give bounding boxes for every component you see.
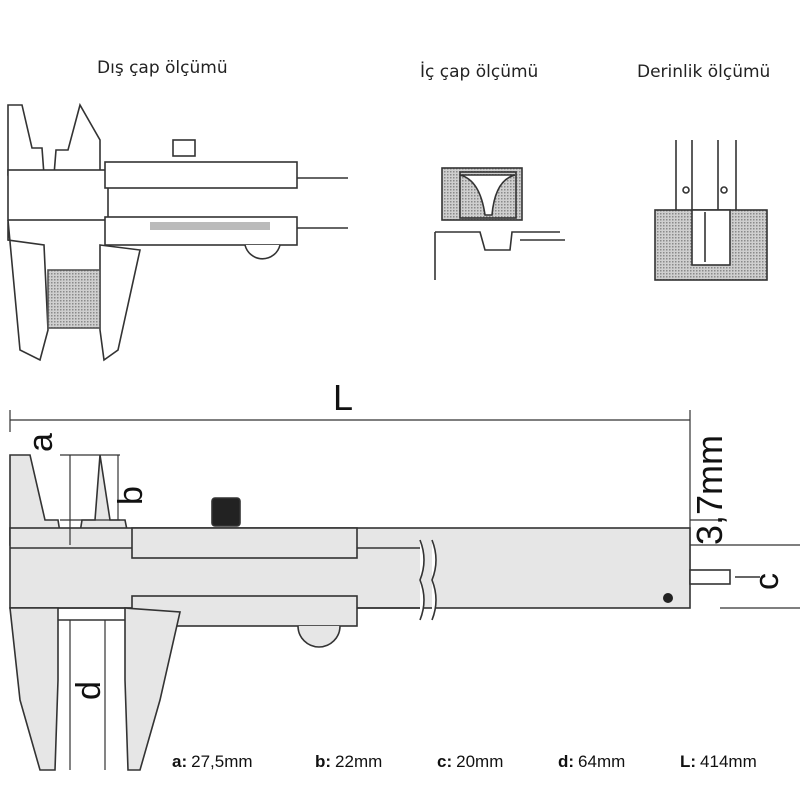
spec-a: a:27,5mm <box>172 752 253 771</box>
dimension-d: d <box>70 681 108 700</box>
dimension-tip-thickness: 3,7mm <box>689 435 730 545</box>
spec-d: d:64mm <box>558 752 626 771</box>
outer-measure-illustration <box>7 102 348 362</box>
dimension-L: L <box>333 377 353 418</box>
spec-L: L:414mm <box>680 752 757 771</box>
main-caliper <box>9 410 800 771</box>
dimension-c: c <box>748 573 786 590</box>
depth-measure-illustration <box>654 140 768 281</box>
inner-diameter-caption: İç çap ölçümü <box>420 62 539 82</box>
depth-caption: Derinlik ölçümü <box>637 62 771 82</box>
dimension-a: a <box>22 433 60 452</box>
outer-diameter-caption: Dış çap ölçümü <box>97 58 228 78</box>
spec-c: c:20mm <box>437 752 504 771</box>
spec-b: b:22mm <box>315 752 383 771</box>
dimension-b: b <box>112 486 150 505</box>
inner-measure-illustration <box>434 167 565 280</box>
